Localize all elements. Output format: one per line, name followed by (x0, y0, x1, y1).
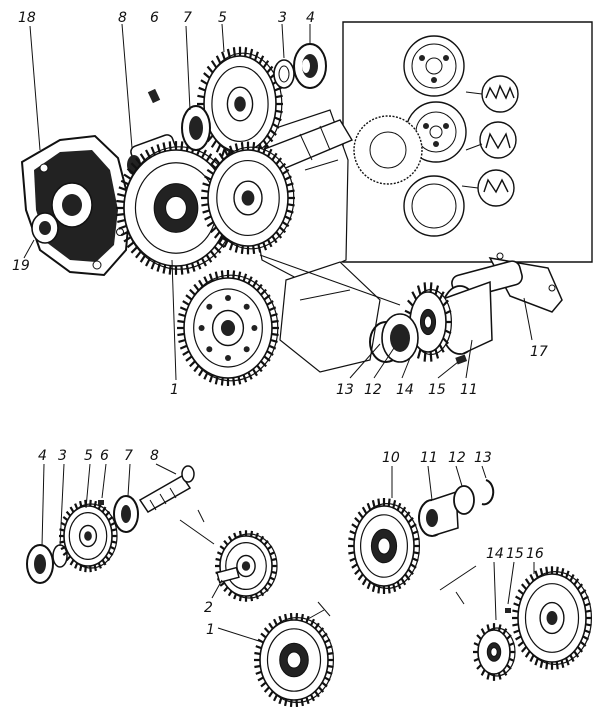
gear-14-bottom (473, 623, 516, 681)
washer-3 (273, 59, 295, 89)
label-18: 18 (18, 10, 36, 26)
part-labels-bottom: 4 3 5 6 7 8 10 11 12 13 2 1 14 15 16 (38, 448, 544, 638)
timing-cover-18 (20, 134, 132, 277)
label-b3: 3 (58, 448, 67, 464)
label-7: 7 (183, 10, 192, 26)
label-b11: 11 (420, 450, 438, 466)
label-17: 17 (530, 344, 548, 360)
ring-12-bottom (453, 485, 475, 515)
key-15 (455, 354, 468, 365)
label-1: 1 (170, 382, 179, 398)
label-19: 19 (12, 258, 30, 274)
label-b10: 10 (382, 450, 400, 466)
label-b1: 1 (206, 622, 215, 638)
bearing-7-bottom (113, 495, 139, 533)
gear-5-bottom (59, 499, 118, 573)
label-b13: 13 (474, 450, 492, 466)
label-b4: 4 (38, 448, 47, 464)
label-3: 3 (278, 10, 287, 26)
label-12: 12 (364, 382, 382, 398)
label-11: 11 (460, 382, 478, 398)
label-b5: 5 (84, 448, 93, 464)
key-6-bottom (98, 500, 104, 505)
label-8: 8 (118, 10, 127, 26)
shaft-8-bottom (138, 465, 195, 513)
leader-lines-bottom (41, 463, 535, 643)
hub-11 (439, 280, 493, 355)
ring-12-13 (369, 313, 419, 363)
label-b2: 2 (204, 600, 213, 616)
crankshaft-gear (177, 270, 279, 386)
inset-gear-top (403, 35, 465, 97)
gear-2-bottom (215, 530, 278, 602)
label-14: 14 (396, 382, 414, 398)
leader-lines-top (23, 23, 533, 381)
bearing-7 (181, 105, 211, 151)
label-15: 15 (428, 382, 446, 398)
gear-16-bottom (512, 566, 592, 670)
label-b8: 8 (150, 448, 159, 464)
bearing-4-bottom (26, 544, 54, 584)
inset-mark-detail-1 (465, 75, 519, 113)
gear-1-bottom (254, 613, 335, 707)
label-b6: 6 (100, 448, 109, 464)
bearing-11-bottom (418, 490, 459, 537)
gear-5 (197, 46, 283, 162)
label-b7: 7 (124, 448, 133, 464)
label-b16: 16 (526, 546, 544, 562)
key-6 (147, 88, 161, 104)
inset-mark-detail-2 (465, 121, 517, 159)
gear-14-top (404, 282, 453, 362)
inset-gear-left (353, 115, 423, 185)
label-b12: 12 (448, 450, 466, 466)
label-b14: 14 (486, 546, 504, 562)
camshaft-gear (201, 141, 295, 255)
label-6: 6 (150, 10, 159, 26)
bearing-4 (293, 43, 327, 89)
label-5: 5 (218, 10, 227, 26)
inset-mark-detail-3 (461, 169, 515, 207)
key-15-bottom (505, 608, 511, 613)
label-13: 13 (336, 382, 354, 398)
gear-2-stub (216, 566, 240, 584)
part-labels-top: 18 8 6 7 5 3 4 19 1 13 12 14 15 11 17 (12, 10, 548, 398)
ring-13-bottom (481, 479, 495, 506)
gear-10-bottom (348, 498, 421, 594)
label-4: 4 (306, 10, 315, 26)
label-b15: 15 (506, 546, 524, 562)
inset-gear-bottom (403, 175, 465, 237)
